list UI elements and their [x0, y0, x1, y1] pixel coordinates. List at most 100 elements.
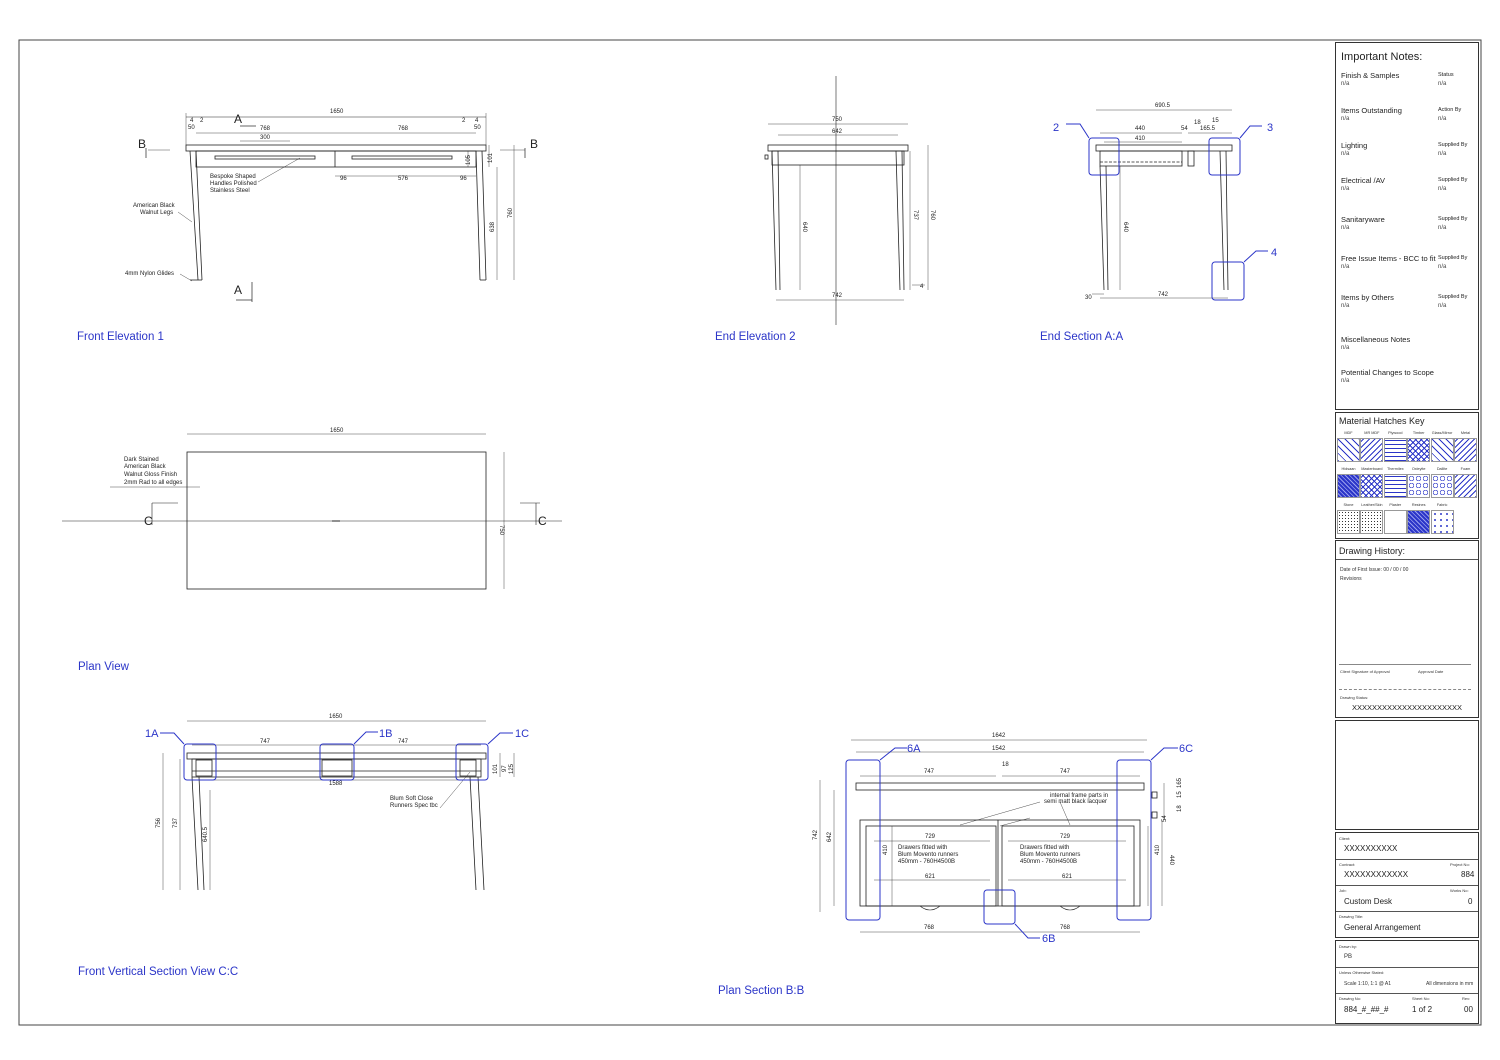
fe-section-b-left: B: [138, 137, 146, 151]
note-label: Items Outstanding: [1341, 106, 1402, 115]
client-signature-label: Client Signature of Approval: [1340, 669, 1390, 674]
ps-dim-1642: 1642: [992, 733, 1006, 739]
fs-dim-overall: 1650: [329, 714, 343, 720]
project-no-label: Project No:: [1450, 862, 1470, 867]
contract-label: Contract:: [1339, 862, 1356, 867]
note-label: Finish & Samples: [1341, 71, 1400, 80]
ps-tag-6b: 6B: [1042, 933, 1055, 945]
drawing-status-value: XXXXXXXXXXXXXXXXXXXXXX: [1352, 703, 1463, 712]
ps-dim-15: 15: [1177, 791, 1183, 798]
es-tag-3: 3: [1267, 122, 1273, 134]
ee-dim-4: 4: [920, 284, 924, 290]
note-value: n/a: [1341, 345, 1350, 351]
ee-dim-leg: 640: [801, 222, 807, 233]
note-side-value: n/a: [1438, 81, 1447, 87]
ps-dim-410a: 410: [883, 844, 889, 855]
pv-note-finish-2: American Black: [124, 464, 167, 470]
fe-section-b-right: B: [530, 137, 538, 151]
fs-dim-1588: 1588: [329, 781, 343, 787]
fe-dim-300: 300: [260, 135, 271, 141]
fe-dim-105: 105: [466, 154, 472, 165]
fe-dim-96a: 96: [340, 176, 347, 182]
hatch-label: MDF: [1344, 431, 1353, 435]
job-value: Custom Desk: [1344, 897, 1393, 906]
hatch-swatch: [1337, 474, 1360, 498]
end-elevation-drawing: [764, 76, 929, 325]
ps-dim-747a: 747: [924, 769, 935, 775]
drawing-no-label: Drawing No:: [1339, 996, 1362, 1001]
es-dim-30: 30: [1085, 295, 1092, 301]
plan-view-drawing: [62, 433, 562, 590]
hatch-label: Leather/Skin: [1361, 503, 1383, 507]
ps-note-drawer-b2: Blum Movento runners: [1020, 852, 1080, 858]
fs-dim-737: 737: [173, 817, 179, 828]
sheet-border: [18, 39, 1482, 1026]
fs-dim-747b: 747: [398, 739, 409, 745]
drawing-title-label: Drawing Title:: [1339, 914, 1364, 919]
hatch-label: Dallite: [1436, 467, 1448, 471]
note-label: Items by Others: [1341, 293, 1394, 302]
hatch-label: Foam: [1460, 467, 1471, 471]
hatch-swatch: [1430, 438, 1454, 462]
fe-note-legs-1: American Black: [133, 203, 176, 209]
hatch-swatch: [1337, 438, 1360, 462]
note-side-label: Supplied By: [1438, 255, 1468, 261]
works-no-label: Works No:: [1450, 888, 1469, 893]
note-side-value: n/a: [1438, 186, 1447, 192]
hatch-label: Stone: [1343, 503, 1354, 507]
fe-note-handles-3: Stainless Steel: [210, 188, 250, 194]
ps-tag-6a: 6A: [907, 743, 921, 755]
sheet-no-label: Sheet No:: [1412, 996, 1430, 1001]
end-section-callouts: [1066, 123, 1268, 301]
plan-section-callouts: [845, 747, 1178, 939]
fe-dim-96b: 96: [460, 176, 467, 182]
hatch-swatch: [1430, 510, 1454, 534]
front-section-title: Front Vertical Section View C:C: [78, 966, 239, 978]
approval-date-label: Approval Date: [1418, 669, 1444, 674]
es-dim-440: 440: [1135, 126, 1146, 132]
hatch-swatch: [1454, 438, 1477, 462]
project-no-value: 884: [1461, 870, 1475, 879]
note-label: Lighting: [1341, 141, 1368, 150]
note-label: Miscellaneous Notes: [1341, 335, 1411, 344]
first-issue-date: Date of First Issue: 00 / 00 / 00: [1340, 567, 1409, 573]
note-side-label: Action By: [1438, 107, 1462, 113]
rev-label: Rev:: [1462, 996, 1471, 1001]
contract-value: XXXXXXXXXXXX: [1344, 870, 1409, 879]
drawn-by-label: Drawn by:: [1339, 944, 1358, 949]
drawing-no-value: 884_#_##_#: [1344, 1005, 1389, 1014]
fs-note-runners-2: Runners Spec tbc: [390, 803, 438, 809]
hatch-label: Hidsaan: [1341, 467, 1356, 471]
note-value: n/a: [1341, 116, 1350, 122]
note-value: n/a: [1341, 378, 1350, 384]
hatch-swatch: [1360, 474, 1384, 498]
hatch-swatch: [1407, 438, 1431, 462]
es-dim-18: 18: [1194, 120, 1201, 126]
hatch-swatch: [1383, 438, 1407, 462]
hatches-heading: Material Hatches Key: [1339, 416, 1425, 426]
ps-dim-54: 54: [1162, 815, 1168, 822]
fe-dim-760: 760: [508, 207, 514, 218]
ps-dim-729a: 729: [925, 834, 936, 840]
hatch-label: MR MDF: [1364, 431, 1380, 435]
ps-note-drawer-a3: 450mm - 760H4500B: [898, 859, 955, 865]
end-section-title: End Section A:A: [1040, 331, 1124, 343]
fe-dim-50r: 50: [474, 125, 481, 131]
hatch-label: Resines: [1411, 503, 1426, 507]
es-tag-4: 4: [1271, 247, 1277, 259]
fs-tag-1a: 1A: [145, 728, 159, 740]
client-value: XXXXXXXXXX: [1344, 844, 1398, 853]
rev-value: 00: [1464, 1005, 1473, 1014]
pv-section-c-left: C: [144, 514, 153, 528]
ps-dim-410b: 410: [1155, 844, 1161, 855]
front-elevation-title: Front Elevation 1: [77, 331, 164, 343]
fe-dim-2r: 2: [462, 118, 466, 124]
ps-dim-18: 18: [1002, 762, 1009, 768]
ps-note-drawer-b3: 450mm - 760H4500B: [1020, 859, 1077, 865]
